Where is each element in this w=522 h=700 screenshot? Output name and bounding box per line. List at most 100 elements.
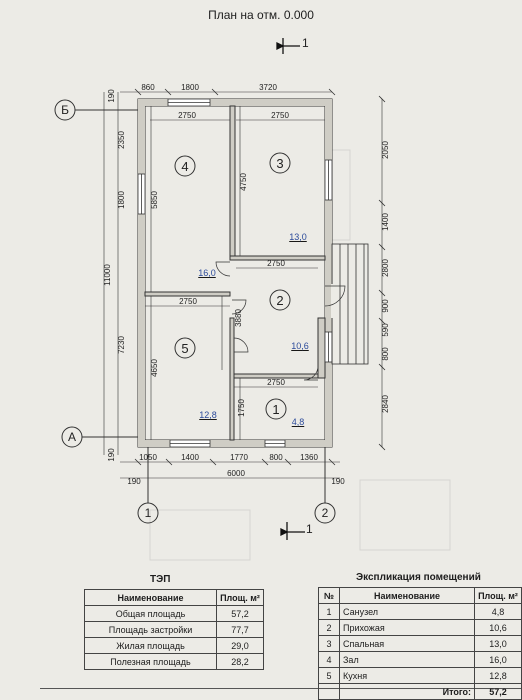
- room-bubble-1: [265, 398, 287, 420]
- tep-caption: ТЭП: [150, 574, 171, 585]
- window-top: [167, 98, 211, 107]
- table-cell: 16,0: [474, 651, 522, 668]
- table-cell: 1: [318, 603, 340, 620]
- table-header-row: Наименование Площ. м²: [84, 589, 264, 606]
- frame-line: [40, 688, 522, 689]
- room-bubble-2: [269, 289, 291, 311]
- dim-bottom: 1050: [139, 453, 157, 462]
- dim-bottom-total: 6000: [227, 469, 245, 478]
- column-header: Наименование: [339, 587, 475, 604]
- table-cell: Санузел: [339, 603, 475, 620]
- dim-top: 3720: [259, 83, 277, 92]
- table-cell: Площадь застройки: [84, 621, 217, 638]
- dim-top: 1800: [181, 83, 199, 92]
- table-row: 3 Спальная 13,0: [318, 635, 522, 652]
- table-cell: Кухня: [339, 667, 475, 684]
- dim-inner: 2750: [267, 259, 285, 268]
- dim-right: 2800: [381, 259, 390, 277]
- dim-left: 2350: [117, 131, 126, 149]
- dim-right: 900: [381, 299, 390, 313]
- table-row: 4 Зал 16,0: [318, 651, 522, 668]
- axis-label-1: 1: [145, 506, 152, 520]
- dim-inner: 2750: [267, 378, 285, 387]
- table-cell: 4,8: [474, 603, 522, 620]
- table-header-row: № Наименование Площ. м²: [318, 587, 522, 604]
- table-total-row: Итого: 57,2: [318, 683, 522, 700]
- table-cell: 2: [318, 619, 340, 636]
- table-cell: Спальная: [339, 635, 475, 652]
- table-cell: 13,0: [474, 635, 522, 652]
- room-area: 16,0: [198, 268, 216, 278]
- axis-label-a: А: [68, 430, 76, 444]
- window-bottom-1: [264, 439, 286, 448]
- dimension-ticks: [134, 88, 386, 466]
- table-row: 2 Прихожая 10,6: [318, 619, 522, 636]
- axis-markers: [54, 99, 336, 524]
- dimension-lines: [103, 91, 383, 479]
- room-number: 1: [272, 402, 279, 417]
- dim-left: 1800: [117, 191, 126, 209]
- section-mark-top: [276, 38, 300, 54]
- windows: [137, 98, 333, 448]
- interior-walls: [144, 105, 326, 441]
- doors: [215, 261, 346, 381]
- window-right-2: [324, 331, 333, 363]
- explication-caption: Экспликация помещений: [356, 572, 481, 583]
- dim-right: 800: [381, 347, 390, 361]
- table-row: 5 Кухня 12,8: [318, 667, 522, 684]
- table-cell: Жилая площадь: [84, 637, 217, 654]
- section-mark-bottom: [280, 522, 305, 540]
- dim-inner: 4750: [239, 173, 248, 191]
- room-bubble-4: [174, 155, 196, 177]
- dim-inner: 2750: [179, 297, 197, 306]
- dim-right: 2840: [381, 395, 390, 413]
- dim-bottom-edge: 190: [331, 477, 345, 486]
- section-label-bottom: 1: [306, 522, 313, 536]
- dim-inner: 3880: [234, 309, 243, 327]
- table-cell: 28,2: [216, 653, 264, 670]
- page-title: План на отм. 0.000: [208, 8, 314, 22]
- table-row: Общая площадь 57,2: [84, 605, 264, 622]
- room-area: 4,8: [292, 417, 305, 427]
- floor-plan: Б А 1 2 1 1 4 3 2 5 1 16,0 13,0 10,6 12,…: [54, 36, 451, 561]
- window-right-3: [324, 159, 333, 201]
- total-value: 57,2: [474, 683, 522, 700]
- table-cell: 57,2: [216, 605, 264, 622]
- dim-left-total: 11000: [103, 264, 112, 286]
- table-cell: Полезная площадь: [84, 653, 217, 670]
- dim-left-edge: 190: [107, 448, 116, 462]
- room-bubble-5: [174, 337, 196, 359]
- window-left: [137, 173, 146, 215]
- room-number: 2: [276, 293, 283, 308]
- window-bottom-5: [169, 439, 211, 448]
- table-row: Полезная площадь 28,2: [84, 653, 264, 670]
- room-number: 4: [181, 159, 188, 174]
- column-header: Площ. м²: [474, 587, 522, 604]
- table-cell: Зал: [339, 651, 475, 668]
- axis-label-2: 2: [322, 506, 329, 520]
- table-cell: 3: [318, 635, 340, 652]
- tep-table: Наименование Площ. м² Общая площадь 57,2…: [84, 589, 264, 670]
- table-cell: 5: [318, 667, 340, 684]
- table-cell: 77,7: [216, 621, 264, 638]
- dim-inner: 2750: [271, 111, 289, 120]
- dim-top: 860: [141, 83, 155, 92]
- dim-bottom: 1400: [181, 453, 199, 462]
- room-area: 10,6: [291, 341, 309, 351]
- room-number: 5: [181, 341, 188, 356]
- dim-inner: 4650: [150, 359, 159, 377]
- section-label-top: 1: [302, 36, 309, 50]
- dim-inner: 1750: [237, 399, 246, 417]
- column-header: Наименование: [84, 589, 217, 606]
- explication-table: № Наименование Площ. м² 1 Санузел 4,8 2 …: [318, 587, 522, 700]
- dim-left: 7230: [117, 336, 126, 354]
- dim-left-edge: 190: [107, 89, 116, 103]
- table-row: Площадь застройки 77,7: [84, 621, 264, 638]
- dim-right: 590: [381, 323, 390, 337]
- room-bubble-3: [269, 152, 291, 174]
- table-cell: 12,8: [474, 667, 522, 684]
- total-label: Итого:: [339, 683, 475, 700]
- room-number: 3: [276, 156, 283, 171]
- column-header: Площ. м²: [216, 589, 264, 606]
- table-cell: 10,6: [474, 619, 522, 636]
